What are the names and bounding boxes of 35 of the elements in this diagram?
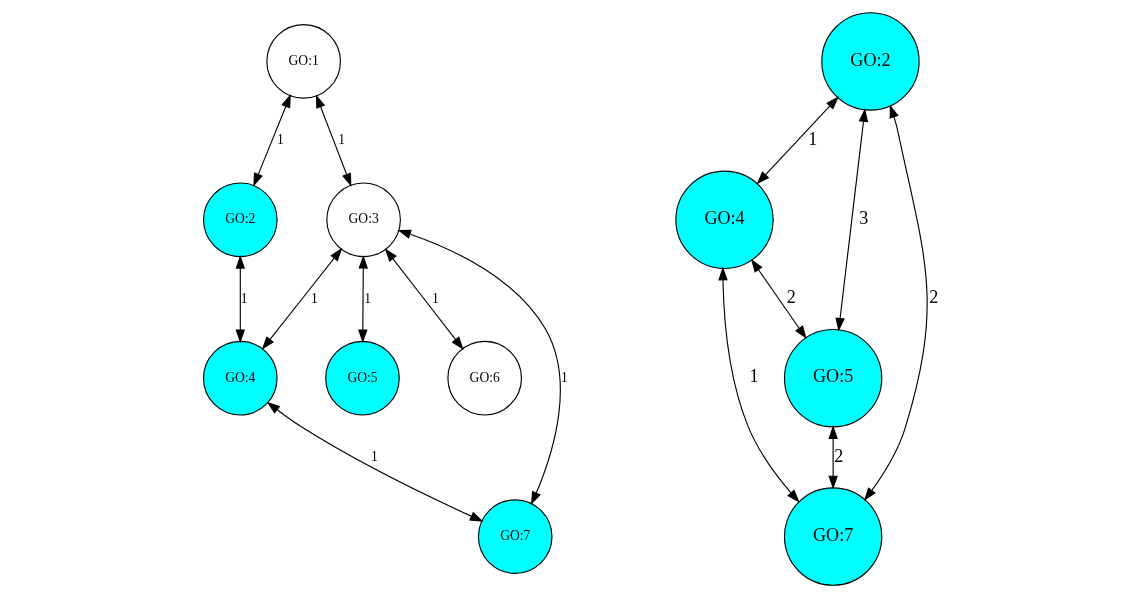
arrow (396, 229, 561, 506)
arrow (717, 266, 800, 503)
node-circle: GO:1 (265, 24, 341, 99)
edge-label: 1 (337, 132, 345, 148)
node-circle: GO:5 (324, 340, 400, 416)
arrow (756, 96, 839, 185)
edge-label: 1 (240, 290, 248, 306)
arrow (834, 108, 868, 332)
edge-label: 1 (807, 128, 817, 149)
node-circle: GO:5 (783, 329, 882, 428)
edge-label: 1 (276, 132, 284, 148)
arrow (266, 401, 483, 522)
node-circle: GO:6 (446, 340, 522, 416)
node-circle: GO:3 (325, 182, 401, 258)
arrow (863, 104, 928, 501)
arrow (750, 258, 807, 340)
arrow (315, 94, 351, 187)
edge-label: 1 (748, 366, 758, 387)
arrow (357, 255, 368, 344)
node-circle: GO:7 (477, 499, 553, 574)
arrow (235, 255, 245, 344)
edge-label: 2 (928, 287, 938, 308)
arrow (384, 248, 464, 350)
edge-label: 1 (431, 290, 439, 306)
edge-label: 3 (858, 208, 868, 229)
arrow (252, 94, 291, 187)
edge-label: 1 (363, 290, 371, 306)
edge-label: 2 (786, 287, 796, 308)
edge-label: 1 (370, 448, 378, 464)
arrow (827, 425, 838, 490)
edge-label: 1 (560, 369, 568, 385)
arrow (261, 247, 342, 350)
edge-label: 1 (310, 290, 318, 306)
node-circle: GO:2 (202, 182, 278, 258)
edge-label: 2 (833, 445, 843, 466)
